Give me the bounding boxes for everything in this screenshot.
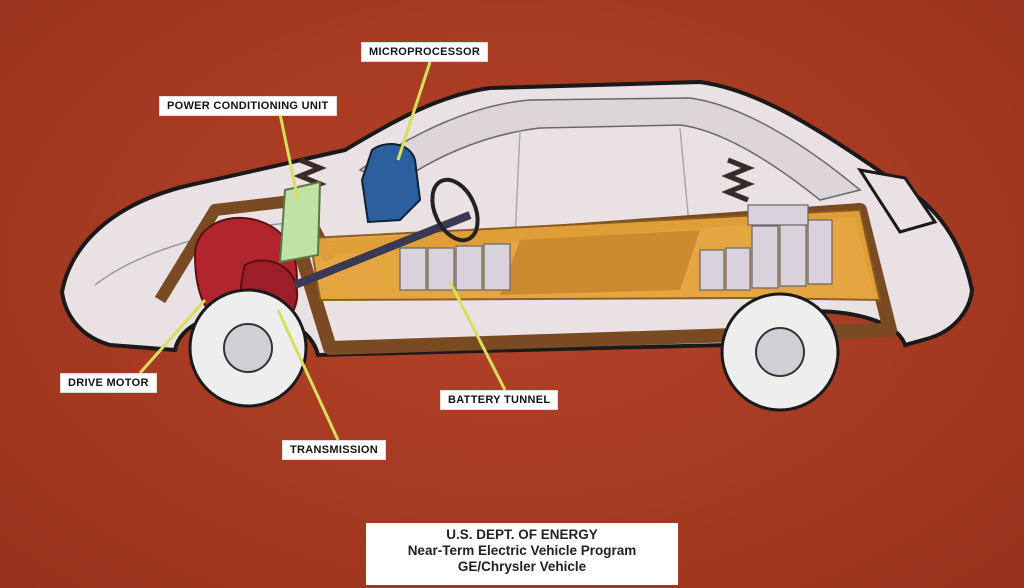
leader-microprocessor	[396, 61, 432, 161]
rear-spoiler	[856, 167, 938, 234]
microprocessor-shape	[360, 143, 422, 224]
transmission-label: TRANSMISSION	[282, 440, 386, 460]
battery-modules-rear	[699, 204, 833, 291]
power-conditioning-unit-label: POWER CONDITIONING UNIT	[159, 96, 337, 116]
caption-box: U.S. DEPT. OF ENERGY Near-Term Electric …	[366, 523, 678, 585]
leader-drive-motor	[138, 299, 207, 374]
caption-line-1: U.S. DEPT. OF ENERGY	[446, 527, 598, 542]
leader-power-conditioning	[278, 113, 300, 201]
caption-line-3: GE/Chrysler Vehicle	[457, 559, 587, 574]
steering-wheel	[430, 177, 480, 243]
battery-modules-front	[399, 243, 511, 291]
drive-motor-label: DRIVE MOTOR	[60, 373, 157, 393]
rear-spring	[721, 157, 755, 203]
tunnel-shadow	[500, 230, 700, 295]
leader-lines	[138, 61, 507, 441]
battery-tunnel-label: BATTERY TUNNEL	[440, 390, 559, 410]
microprocessor-label: MICROPROCESSOR	[361, 42, 489, 62]
front-wheel	[188, 288, 308, 408]
rear-wheel	[720, 292, 840, 412]
power-conditioning-unit-shape	[278, 180, 322, 264]
leader-battery-tunnel	[448, 281, 507, 391]
window-outline	[358, 97, 862, 201]
caption-line-2: Near-Term Electric Vehicle Program	[407, 543, 637, 558]
leader-transmission	[276, 309, 340, 441]
